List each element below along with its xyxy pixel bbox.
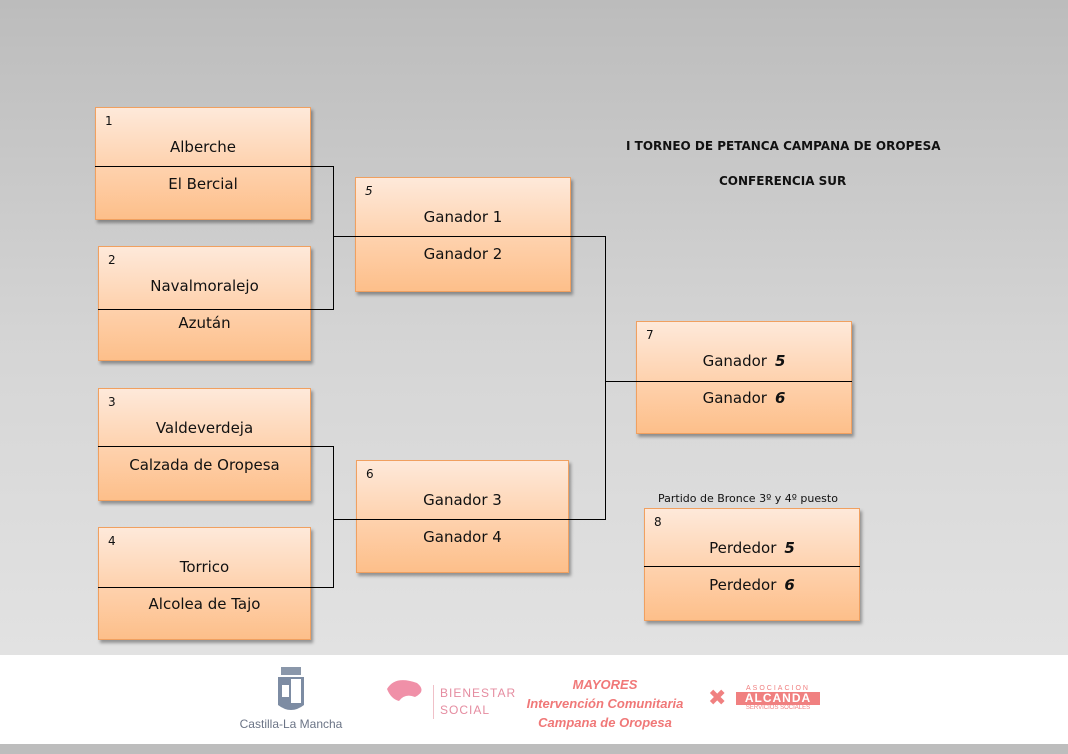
clm-logo: Castilla-La Mancha bbox=[236, 665, 346, 731]
coat-of-arms-icon bbox=[278, 667, 304, 710]
match-number: 4 bbox=[108, 534, 116, 548]
team: Azután bbox=[178, 314, 231, 332]
team: Alberche bbox=[170, 138, 236, 156]
team: Navalmoralejo bbox=[150, 277, 259, 295]
match-number: 6 bbox=[366, 467, 374, 481]
match-number: 7 bbox=[646, 328, 654, 342]
match-6: 6 Ganador 3 Ganador 4 bbox=[356, 460, 569, 573]
team: Ganador 3 bbox=[423, 491, 502, 509]
match-1: 1 Alberche El Bercial bbox=[95, 107, 311, 220]
bienestar-icon bbox=[387, 680, 422, 701]
team: Ganador 1 bbox=[423, 208, 503, 226]
connector-1-2 bbox=[95, 166, 334, 310]
match-number: 8 bbox=[654, 515, 662, 529]
match-4: 4 Torrico Alcolea de Tajo bbox=[98, 527, 311, 640]
bottom-bar bbox=[0, 744, 1068, 754]
connector-5-6 bbox=[333, 236, 606, 520]
match-2: 2 Navalmoralejo Azután bbox=[98, 246, 311, 361]
team: Alcolea de Tajo bbox=[148, 595, 261, 613]
team: El Bercial bbox=[168, 175, 238, 193]
bracket-lines bbox=[95, 166, 860, 588]
connector-3-4 bbox=[98, 446, 334, 588]
bronze-label: Partido de Bronce 3º y 4º puesto bbox=[658, 492, 838, 505]
match-5: 5 Ganador 1 Ganador 2 bbox=[355, 177, 571, 292]
team: Ganador 4 bbox=[423, 528, 502, 546]
team: Valdeverdeja bbox=[155, 419, 254, 437]
match-number: 1 bbox=[105, 114, 113, 128]
conference-title: CONFERENCIA SUR bbox=[719, 174, 847, 188]
team: Torrico bbox=[179, 558, 230, 576]
tournament-title: I TORNEO DE PETANCA CAMPANA DE OROPESA bbox=[626, 139, 941, 153]
match-number: 5 bbox=[365, 184, 373, 198]
alcanda-icon: ✖ bbox=[708, 685, 727, 710]
team: Calzada de Oropesa bbox=[129, 456, 280, 474]
team: Ganador 2 bbox=[423, 245, 503, 263]
match-number: 3 bbox=[108, 395, 116, 409]
match-3: 3 Valdeverdeja Calzada de Oropesa bbox=[98, 388, 311, 501]
match-number: 2 bbox=[108, 253, 116, 267]
